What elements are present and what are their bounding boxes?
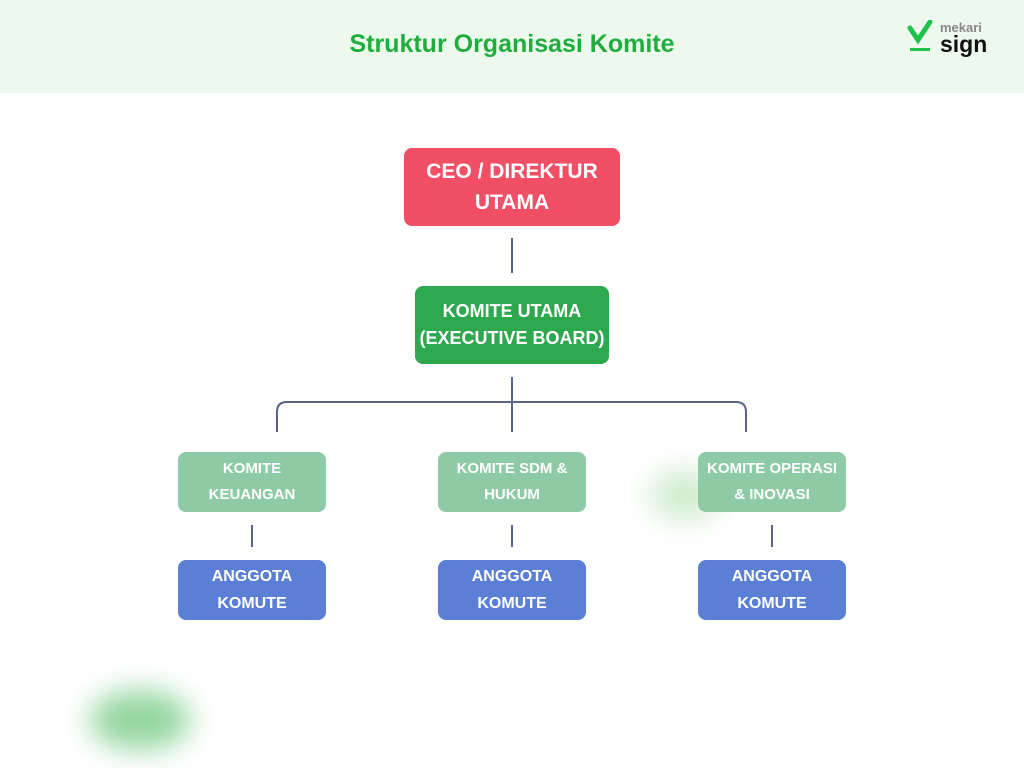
- node-committee-operations: KOMITE OPERASI & INOVASI: [698, 452, 846, 512]
- node-main-committee: KOMITE UTAMA (EXECUTIVE BOARD): [415, 286, 609, 364]
- node-ceo: CEO / DIREKTUR UTAMA: [404, 148, 620, 226]
- mekari-sign-logo: mekari sign: [906, 20, 996, 60]
- header: Struktur Organisasi Komite mekari sign: [0, 0, 1024, 93]
- node-member: ANGGOTA KOMUTE: [698, 560, 846, 620]
- checkmark-icon: [907, 20, 933, 51]
- page-title: Struktur Organisasi Komite: [349, 30, 675, 58]
- node-member: ANGGOTA KOMUTE: [438, 560, 586, 620]
- node-member: ANGGOTA KOMUTE: [178, 560, 326, 620]
- node-committee-hr-legal: KOMITE SDM & HUKUM: [438, 452, 586, 512]
- node-committee-finance: KOMITE KEUANGAN: [178, 452, 326, 512]
- decorative-blob: [90, 690, 190, 750]
